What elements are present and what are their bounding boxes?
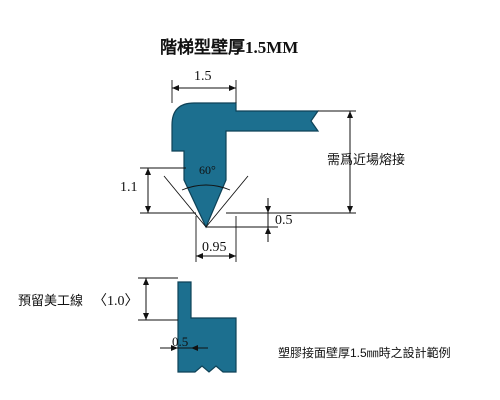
- dim-lip-arrow-bottom: [143, 313, 149, 320]
- dim-top-arrow-left: [172, 85, 179, 91]
- dim-top-width-label: 1.5: [194, 69, 212, 84]
- lower-wall-profile: [177, 281, 237, 373]
- dim-lip-arrow-top: [143, 278, 149, 285]
- diagram-title: 階梯型壁厚1.5MM: [160, 37, 298, 57]
- dim-base-arrow-right: [229, 253, 236, 259]
- finish-note-label: 預留美工線: [18, 293, 83, 308]
- dim-lip-width-arrow-right: [191, 345, 198, 351]
- dim-lip-width-label: 0.5: [172, 334, 188, 349]
- caption-text: 塑膠接面壁厚1.5㎜時之設計範例: [278, 345, 451, 360]
- dim-lip-width-arrow-left: [171, 345, 178, 351]
- angle-ray-right: [205, 175, 249, 228]
- dim-lip-height-label: 〈1.0〉: [93, 293, 139, 309]
- dim-base-width-label: 0.95: [202, 240, 227, 255]
- dim-rib-arrow-top: [145, 168, 151, 175]
- dim-base-arrow-left: [196, 253, 203, 259]
- dim-top-arrow-right: [229, 85, 236, 91]
- dim-rib-height-label: 1.1: [120, 180, 138, 195]
- upper-wall-profile: [171, 102, 320, 229]
- weld-arrow-top: [347, 111, 353, 118]
- dim-tip-arrow-top: [265, 206, 271, 213]
- dim-tip-arrow-bottom: [265, 227, 271, 234]
- angle-arc: [181, 184, 231, 191]
- angle-label: 60°: [199, 163, 216, 177]
- dim-rib-arrow-bottom: [145, 206, 151, 213]
- weld-arrow-bottom: [347, 206, 353, 213]
- angle-ray-left: [163, 175, 207, 228]
- weld-note-label: 需爲近場熔接: [327, 152, 405, 167]
- dim-tip-offset-label: 0.5: [275, 213, 293, 228]
